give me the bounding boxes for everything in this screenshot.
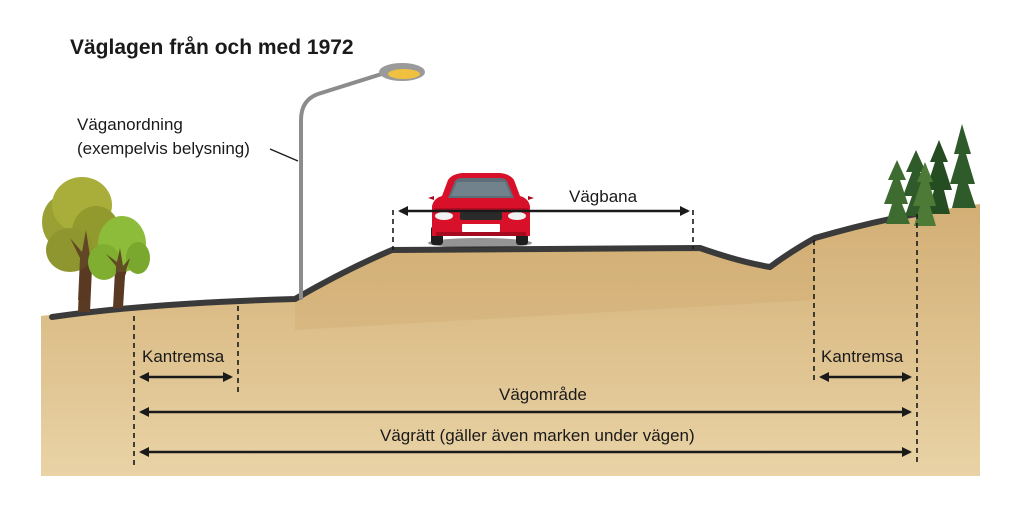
deciduous-tree-icon	[42, 177, 120, 312]
callout-label-line2: (exempelvis belysning)	[77, 139, 250, 158]
verge-left-label: Kantremsa	[142, 347, 225, 366]
spruce-tree-icon	[884, 124, 976, 226]
carriageway-label: Vägbana	[569, 187, 638, 206]
diagram-title: Väglagen från och med 1972	[70, 36, 354, 59]
car-icon	[428, 173, 534, 248]
callout-label-line1: Väganordning	[77, 115, 183, 134]
ground-shading	[295, 237, 815, 330]
deciduous-tree-icon	[88, 216, 150, 308]
verge-right-label: Kantremsa	[821, 347, 904, 366]
street-lamp-icon	[299, 63, 425, 300]
callout-leader-line	[269, 148, 299, 162]
right-of-way-label: Vägrätt (gäller även marken under vägen)	[380, 426, 695, 445]
road-area-label: Vägområde	[499, 385, 587, 404]
road-surface	[49, 211, 919, 320]
